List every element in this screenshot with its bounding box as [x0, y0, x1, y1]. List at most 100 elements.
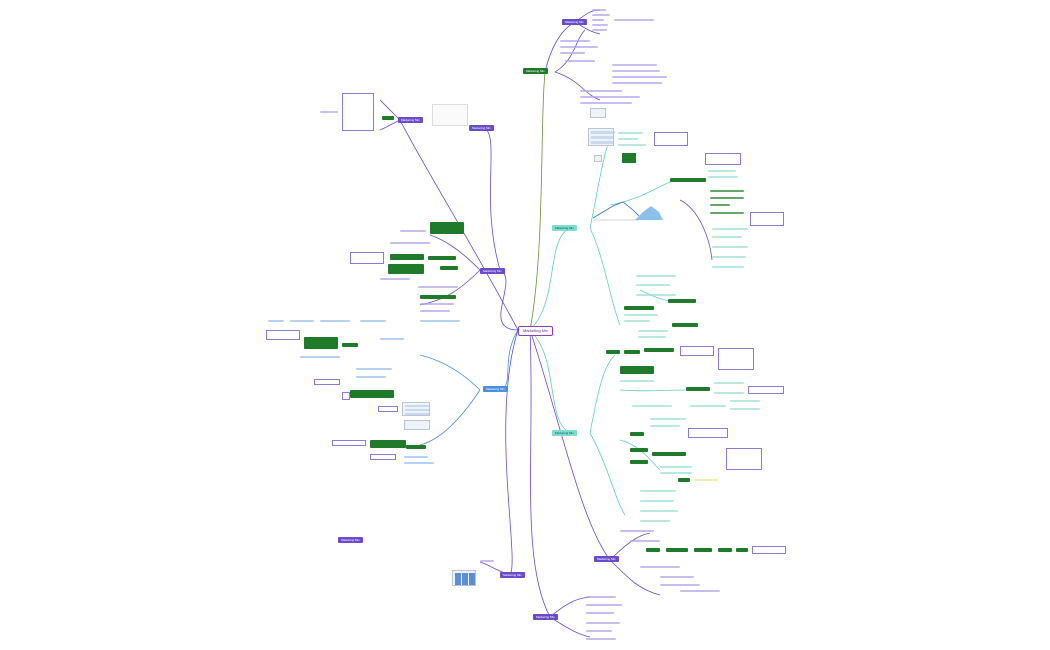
leaf-item[interactable]: [560, 46, 598, 48]
leaf-item[interactable]: [320, 320, 350, 322]
branch-top-green[interactable]: Marketing Mix: [523, 68, 548, 74]
leaf-item[interactable]: [638, 336, 666, 338]
leaf-item[interactable]: [650, 425, 680, 427]
leaf-item[interactable]: [612, 76, 667, 78]
leaf-item[interactable]: [620, 530, 654, 532]
leaf-item[interactable]: [480, 560, 494, 562]
highlight-node[interactable]: [304, 337, 338, 349]
branch-right-teal-upper[interactable]: Marketing Mix: [552, 225, 577, 231]
highlight-node[interactable]: [666, 548, 688, 552]
highlight-node[interactable]: [620, 366, 654, 374]
leaf-item[interactable]: [640, 510, 678, 512]
highlight-node[interactable]: [430, 222, 464, 234]
leaf-item[interactable]: [710, 197, 744, 199]
highlight-node[interactable]: [670, 178, 706, 182]
leaf-item[interactable]: [620, 380, 654, 382]
leaf-item[interactable]: [636, 284, 670, 286]
leaf-item[interactable]: [586, 604, 622, 606]
leaf-item[interactable]: [586, 612, 614, 614]
highlight-node[interactable]: [672, 323, 698, 327]
leaf-item[interactable]: [300, 356, 340, 358]
leaf-item[interactable]: [660, 466, 692, 468]
leaf-item[interactable]: [630, 540, 660, 542]
leaf-item[interactable]: [636, 294, 676, 296]
leaf-item[interactable]: [612, 70, 660, 72]
highlight-node[interactable]: [606, 350, 620, 354]
leaf-item[interactable]: [730, 408, 760, 410]
highlight-node[interactable]: [382, 116, 394, 120]
leaf-item[interactable]: [404, 456, 428, 458]
leaf-item[interactable]: [420, 310, 450, 312]
leaf-item[interactable]: [614, 19, 654, 21]
leaf-item[interactable]: [380, 278, 410, 280]
leaf-item[interactable]: [640, 566, 680, 568]
leaf-item[interactable]: [580, 96, 640, 98]
leaf-item[interactable]: [560, 52, 585, 54]
leaf-item[interactable]: [660, 576, 694, 578]
leaf-item[interactable]: [268, 320, 284, 322]
highlight-node[interactable]: [678, 478, 690, 482]
highlight-node[interactable]: [694, 548, 712, 552]
leaf-item[interactable]: [624, 320, 650, 322]
leaf-item[interactable]: [712, 246, 748, 248]
leaf-item[interactable]: [560, 40, 590, 42]
branch-mid-left[interactable]: Marketing Mix: [480, 268, 505, 274]
leaf-item[interactable]: [714, 392, 744, 394]
highlight-node[interactable]: [630, 460, 648, 464]
leaf-item[interactable]: [586, 596, 616, 598]
leaf-item[interactable]: [712, 236, 742, 238]
leaf-item[interactable]: [712, 256, 746, 258]
highlight-node[interactable]: [390, 254, 424, 260]
leaf-item[interactable]: [592, 29, 607, 31]
leaf-item[interactable]: [356, 376, 386, 378]
leaf-item[interactable]: [710, 190, 744, 192]
leaf-item[interactable]: [640, 520, 670, 522]
leaf-item[interactable]: [660, 584, 700, 586]
leaf-item[interactable]: [660, 472, 692, 474]
highlight-node[interactable]: [350, 390, 394, 398]
leaf-item[interactable]: [714, 382, 744, 384]
leaf-item[interactable]: [638, 330, 668, 332]
leaf-item[interactable]: [404, 462, 434, 464]
leaf-item[interactable]: [400, 230, 426, 232]
leaf-item[interactable]: [690, 405, 726, 407]
branch-right-teal-lower[interactable]: Marketing Mix: [552, 430, 577, 436]
highlight-node[interactable]: [428, 256, 456, 260]
highlight-node[interactable]: [624, 306, 654, 310]
leaf-item[interactable]: [618, 138, 638, 140]
branch-left-lower[interactable]: Marketing Mix: [483, 386, 508, 392]
leaf-item[interactable]: [710, 204, 730, 206]
leaf-item[interactable]: [356, 368, 392, 370]
leaf-item[interactable]: [640, 490, 676, 492]
central-topic[interactable]: Marketing Mix: [518, 326, 553, 336]
leaf-item[interactable]: [580, 90, 622, 92]
leaf-item[interactable]: [708, 176, 738, 178]
leaf-item[interactable]: [618, 144, 646, 146]
leaf-item[interactable]: [618, 132, 643, 134]
leaf-item[interactable]: [592, 24, 608, 26]
highlight-node[interactable]: [718, 548, 732, 552]
highlight-node[interactable]: [630, 448, 648, 452]
highlight-node[interactable]: [668, 299, 696, 303]
leaf-item[interactable]: [592, 9, 606, 11]
leaf-item[interactable]: [390, 242, 430, 244]
leaf-item[interactable]: [650, 418, 686, 420]
highlight-node[interactable]: [420, 295, 456, 299]
leaf-item[interactable]: [640, 500, 674, 502]
leaf-item[interactable]: [710, 212, 744, 214]
highlight-node[interactable]: [736, 548, 748, 552]
highlight-node[interactable]: [342, 343, 358, 347]
highlight-node[interactable]: [624, 350, 640, 354]
leaf-item[interactable]: [586, 638, 616, 640]
leaf-item[interactable]: [712, 228, 748, 230]
highlight-node[interactable]: [644, 348, 674, 352]
highlight-node[interactable]: [406, 445, 426, 449]
highlight-node[interactable]: [686, 387, 710, 391]
leaf-item[interactable]: [320, 111, 338, 113]
leaf-item[interactable]: [708, 170, 736, 172]
leaf-item[interactable]: [586, 630, 612, 632]
leaf-item[interactable]: [565, 60, 595, 62]
leaf-item[interactable]: [418, 286, 458, 288]
leaf-item[interactable]: [636, 275, 676, 277]
leaf-item[interactable]: [586, 622, 620, 624]
